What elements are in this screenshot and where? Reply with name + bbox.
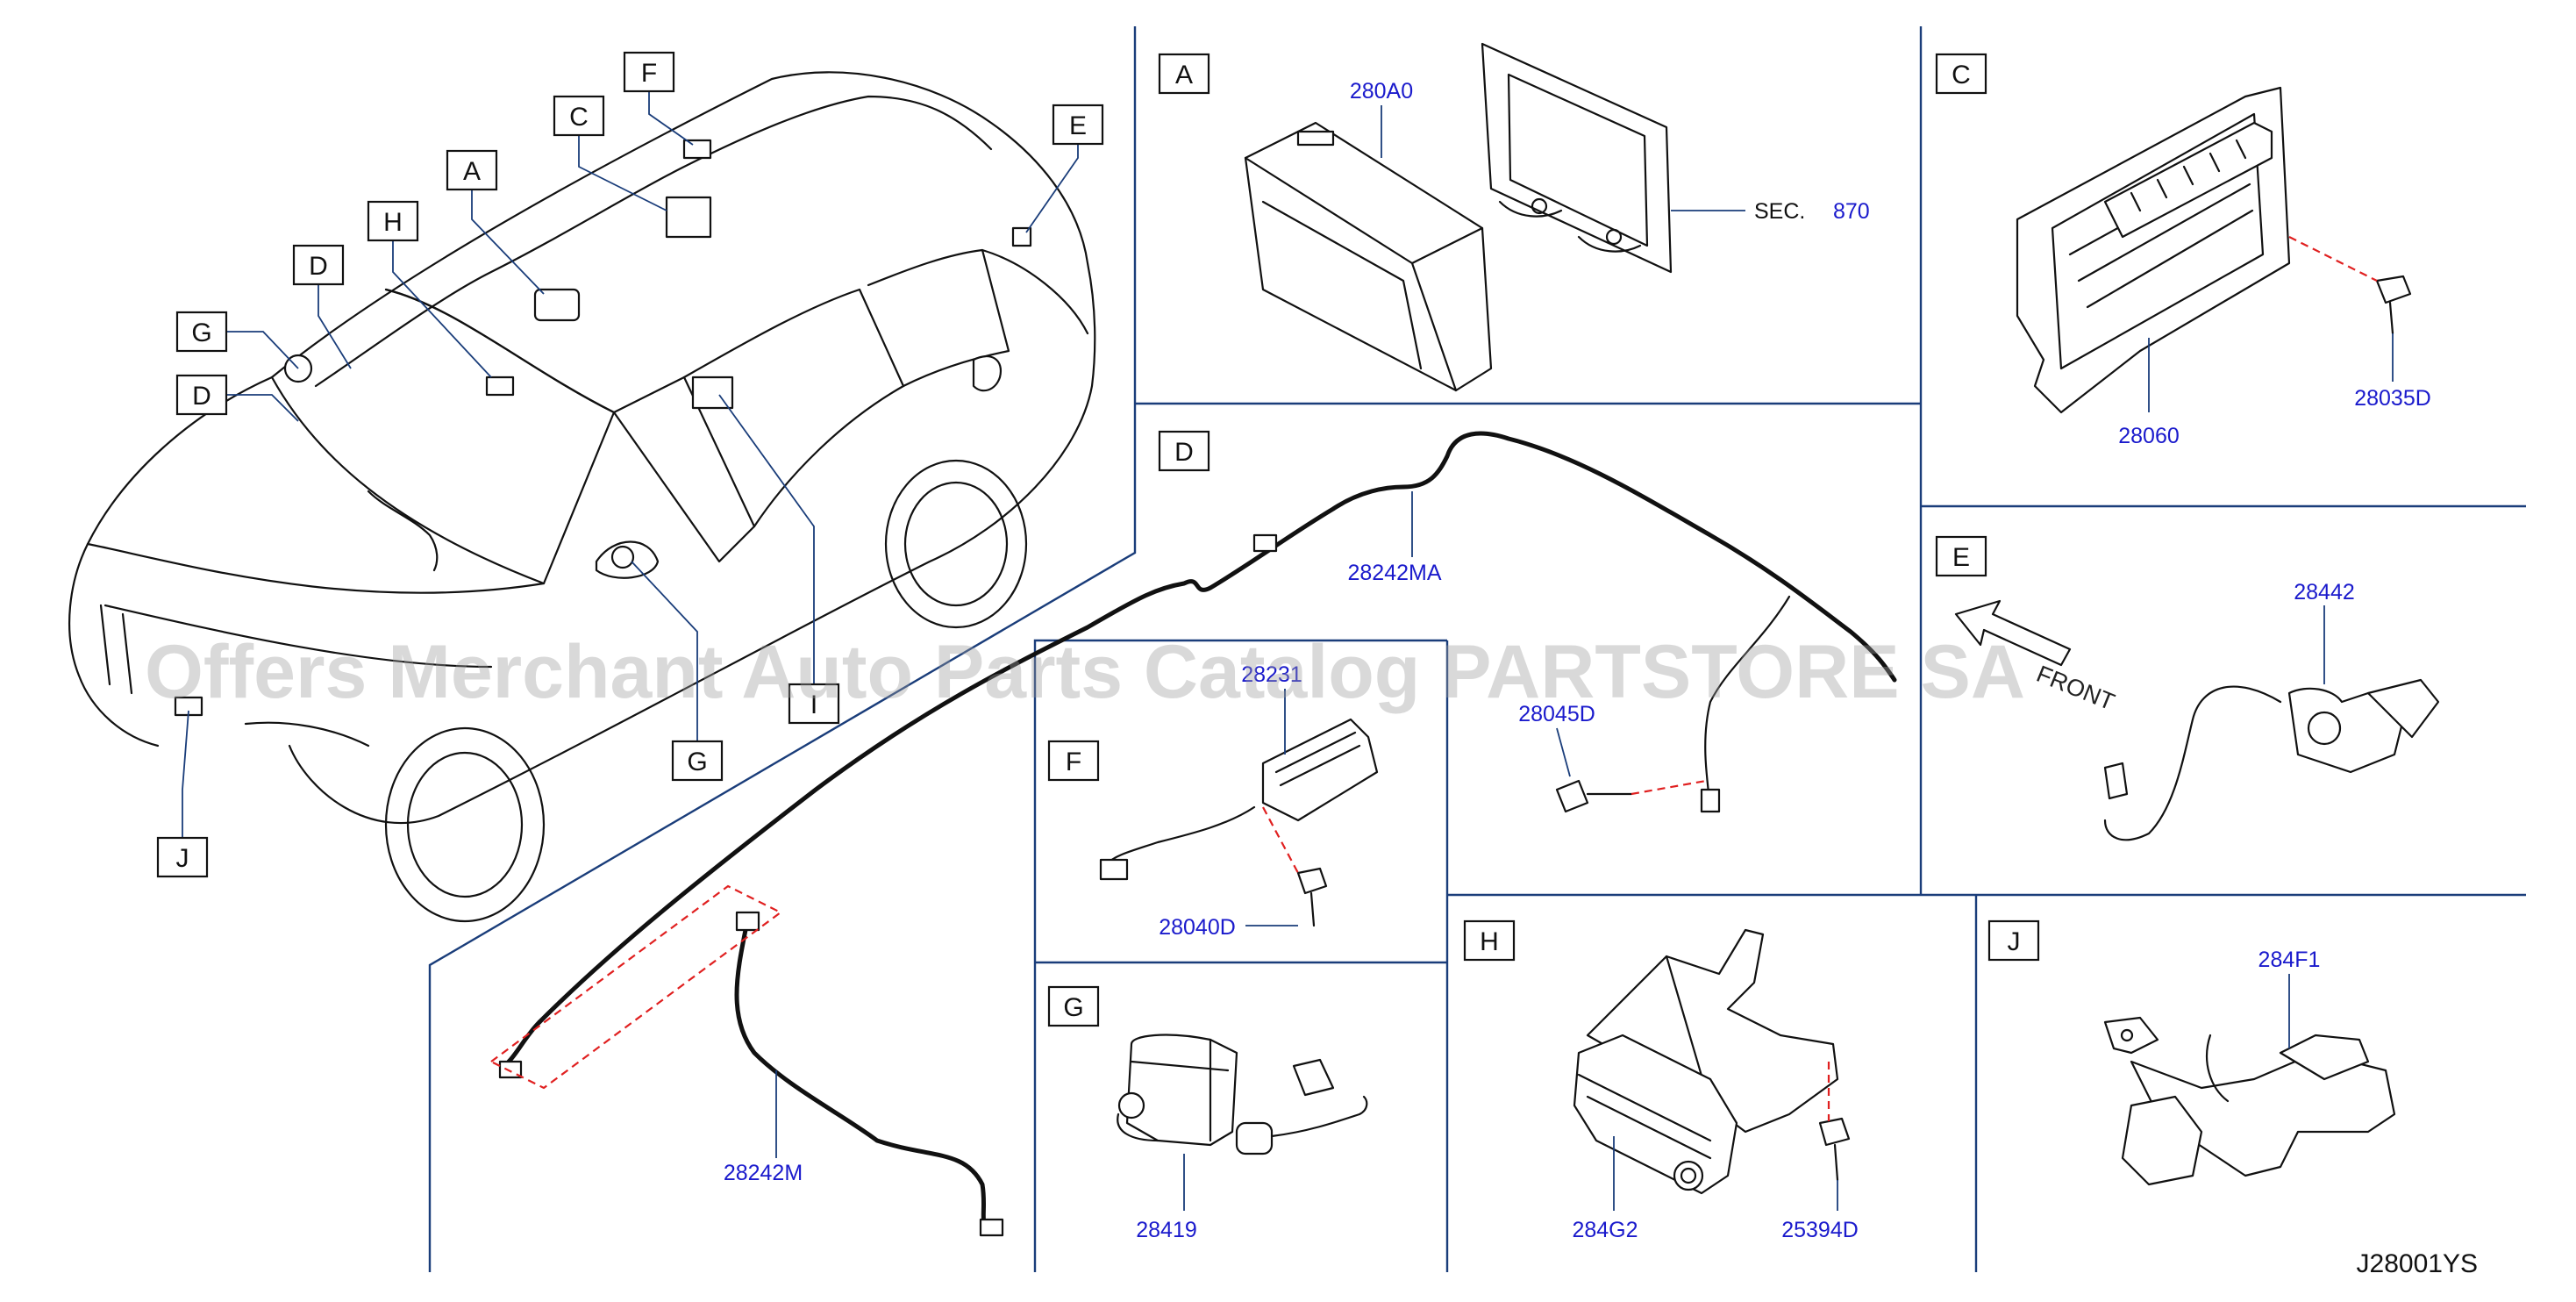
svg-text:F: F [1066,748,1081,776]
svg-text:I: I [810,690,817,719]
svg-text:D: D [309,252,328,281]
svg-text:E: E [1952,543,1970,572]
svg-text:J: J [2008,927,2021,956]
svg-text:870: 870 [1833,199,1870,224]
svg-text:SEC.: SEC. [1754,199,1805,224]
vehicle-callout-i: I [788,683,840,725]
vehicle-callout-d-lower: D [175,374,228,416]
svg-text:28035D: 28035D [2354,386,2431,411]
svg-text:28442: 28442 [2294,580,2355,604]
section-j: J 284F1 [1987,919,2396,1186]
svg-text:284F1: 284F1 [2258,948,2321,972]
svg-text:28419: 28419 [1136,1218,1197,1242]
svg-text:28040D: 28040D [1159,915,1236,940]
svg-text:28242MA: 28242MA [1347,561,1441,585]
svg-text:280A0: 280A0 [1350,79,1413,104]
vehicle-callout-a: A [446,149,498,191]
vehicle-callout-f: F [623,51,675,93]
vehicle-callout-d-upper: D [292,244,345,286]
svg-text:G: G [1063,993,1083,1022]
svg-text:28045D: 28045D [1518,702,1595,726]
svg-text:A: A [1175,61,1193,89]
svg-text:F: F [641,59,657,88]
section-d: D 28242MA 28045D 28242M [489,430,1897,1237]
svg-text:H: H [1480,927,1499,956]
svg-text:FRONT: FRONT [2033,661,2118,716]
section-c: C 28060 28035D [1935,53,2431,448]
vehicle-callout-c: C [553,95,605,137]
svg-text:D: D [192,382,211,411]
svg-text:D: D [1174,438,1194,467]
section-h: H 284G2 25394D [1463,919,1859,1242]
svg-text:284G2: 284G2 [1572,1218,1638,1242]
svg-text:C: C [569,103,589,132]
svg-text:A: A [463,157,481,186]
svg-text:H: H [383,208,403,237]
svg-text:C: C [1952,61,1971,89]
svg-text:28231: 28231 [1241,662,1302,687]
svg-text:25394D: 25394D [1781,1218,1859,1242]
section-e: E FRONT 28442 [1935,535,2440,841]
section-g: G 28419 [1047,985,1368,1242]
vehicle-callout-e: E [1052,104,1104,146]
svg-text:J: J [176,844,189,873]
watermark-text: Offers Merchant Auto Parts Catalog PARTS… [145,630,2025,714]
vehicle-callout-g-lower: G [671,740,724,782]
vehicle-callout-h: H [367,200,419,242]
svg-text:28242M: 28242M [724,1161,803,1185]
diagram-code: J28001YS [2357,1249,2478,1278]
svg-text:G: G [191,318,211,347]
svg-text:28060: 28060 [2118,424,2180,448]
svg-text:E: E [1069,111,1087,140]
vehicle-illustration [68,71,1096,923]
section-dividers [428,26,2526,1272]
section-f: F 28231 28040D [1047,662,1379,940]
vehicle-callout-g-left: G [175,311,228,353]
section-a: A 280A0 SEC. 870 [1158,42,1870,392]
svg-text:G: G [687,748,707,776]
vehicle-callout-j: J [156,836,209,878]
